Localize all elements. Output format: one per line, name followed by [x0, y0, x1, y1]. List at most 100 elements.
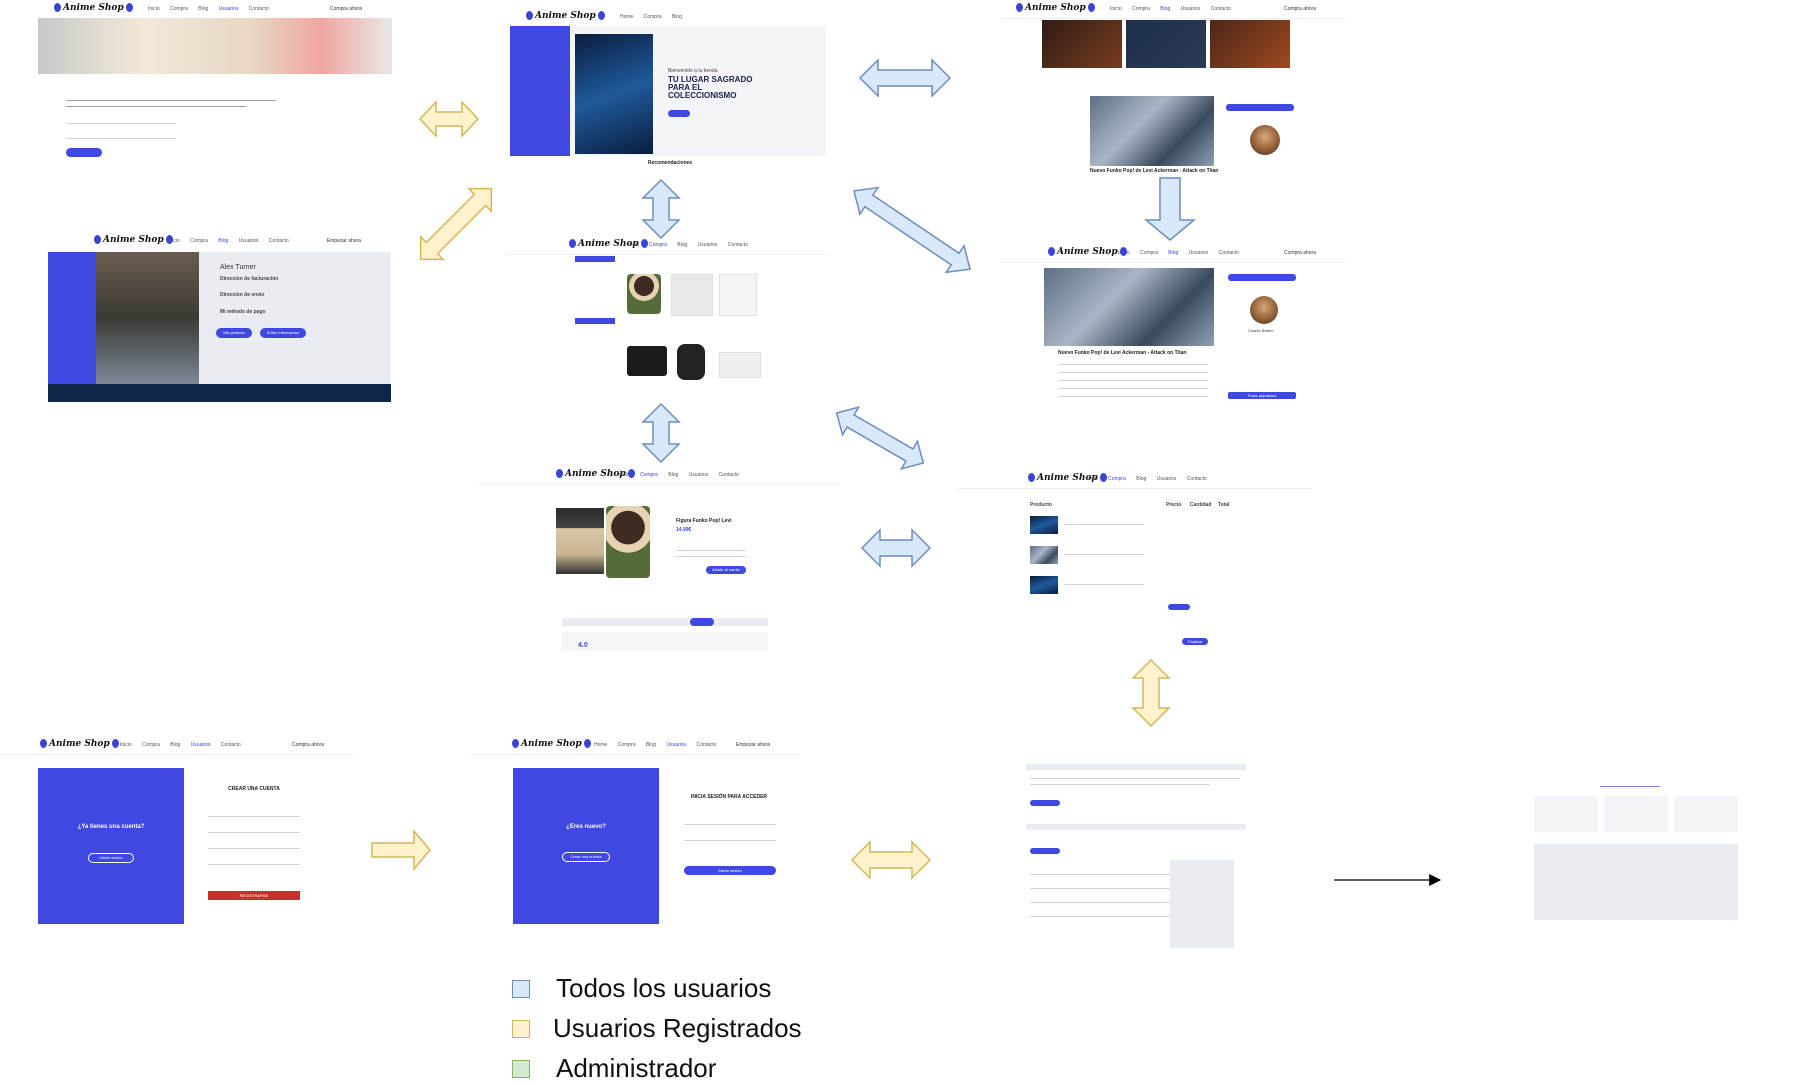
nav-home[interactable]: Inicio [148, 6, 160, 12]
my-orders-button[interactable]: Mis pedidos [216, 328, 252, 338]
search-field[interactable] [1228, 274, 1296, 281]
nav-blog[interactable]: Blog [1168, 250, 1179, 256]
manga-banner [38, 18, 392, 74]
nav-home[interactable]: Inicio [1110, 6, 1122, 12]
hero-button[interactable] [668, 110, 690, 117]
nav-contact[interactable]: Contacto [727, 242, 748, 248]
nav-blog[interactable]: Blog [170, 742, 181, 748]
nav-blog[interactable]: Blog [671, 14, 682, 20]
nav-shop[interactable]: Compra [170, 6, 188, 12]
nav-contact[interactable]: Contacto [1218, 250, 1239, 256]
cta-link[interactable]: Compra ahora [1284, 6, 1316, 12]
nav-contact[interactable]: Contacto [696, 742, 717, 748]
nav-blog[interactable]: Blog [668, 472, 679, 478]
nav-blog[interactable]: Blog [1160, 6, 1171, 12]
blog-card-2[interactable] [1126, 20, 1206, 68]
nav-home[interactable]: Inicio [1118, 250, 1130, 256]
nav-blog[interactable]: Blog [677, 242, 688, 248]
nav-shop[interactable]: Compra [643, 14, 662, 20]
screen-register: Anime Shop Inicio Compra Blog Usuarios C… [0, 736, 354, 928]
nav-menu: Home Compra Blog [620, 14, 691, 20]
submit-button[interactable] [66, 148, 102, 157]
arrow-blue-shop-cart [835, 405, 925, 471]
cta-link[interactable]: Compra ahora [330, 6, 362, 12]
register-panel-title: ¿Ya tienes una cuenta? [77, 824, 145, 830]
nav-home[interactable]: Inicio [168, 238, 180, 244]
payment-label: Mi método de pago [220, 309, 266, 315]
product-thumb-6[interactable] [719, 352, 761, 378]
checkout-button[interactable]: Finalizar [1182, 638, 1208, 645]
post-image[interactable] [1090, 96, 1214, 166]
post-title[interactable]: Nuevo Funko Pop! de Levi Ackerman - Atta… [1090, 168, 1219, 174]
col-qty: Cantidad [1190, 502, 1212, 508]
nav-shop[interactable]: Compra [640, 472, 658, 478]
cta-link[interactable]: Compra ahora [1284, 250, 1316, 256]
nav-users[interactable]: Usuarios [1188, 250, 1209, 256]
nav-users[interactable]: Usuarios [190, 742, 211, 748]
nav-contact[interactable]: Contacto [1210, 6, 1231, 12]
nav-menu: Inicio Compra Blog Usuarios Contacto [148, 6, 278, 12]
nav-users[interactable]: Usuarios [238, 238, 259, 244]
nav-blog[interactable]: Blog [645, 742, 656, 748]
nav-users[interactable]: Usuarios [1156, 476, 1177, 482]
nav-shop[interactable]: Compra [142, 742, 160, 748]
blog-card-3[interactable] [1210, 20, 1290, 68]
recommendations-heading: Recomendaciones [648, 160, 693, 166]
nav-users[interactable]: Usuarios [666, 742, 687, 748]
nav-blog[interactable]: Blog [198, 6, 209, 12]
nav-contact[interactable]: Contacto [718, 472, 739, 478]
nav-home[interactable]: Inicio [618, 472, 630, 478]
product-thumb-4[interactable] [627, 346, 667, 376]
order-details-table [1534, 844, 1738, 920]
cta-link[interactable]: Empezar ahora [326, 238, 361, 244]
register-submit-button[interactable]: REGISTRARSE [208, 891, 300, 900]
go-login-button[interactable]: Iniciar sesión [88, 853, 134, 863]
add-to-cart-button[interactable]: Añadir al carrito [706, 566, 746, 574]
nav-blog[interactable]: Blog [218, 238, 229, 244]
nav-contact[interactable]: Contacto [220, 742, 241, 748]
cta-link[interactable]: Compra ahora [292, 742, 324, 748]
login-submit-button[interactable]: Iniciar sesión [684, 866, 776, 875]
nav-users[interactable]: Usuarios [688, 472, 709, 478]
brand-logo: Anime Shop [567, 239, 650, 249]
product-thumb-1[interactable] [627, 274, 661, 314]
tab-active[interactable] [690, 618, 714, 626]
nav-users[interactable]: Usuarios [1180, 6, 1201, 12]
product-thumb-5[interactable] [677, 344, 705, 380]
hero-figure-image [575, 34, 653, 154]
search-field[interactable] [1226, 104, 1294, 111]
nav-home[interactable]: Home [620, 14, 634, 20]
header: Anime Shop Inicio Compra Blog Usuarios C… [1000, 0, 1346, 19]
login-link-button[interactable] [1030, 848, 1060, 854]
product-thumb-2[interactable] [671, 274, 713, 316]
nav-contact[interactable]: Contacto [268, 238, 289, 244]
nav-home[interactable]: Inicio [1086, 476, 1098, 482]
arrow-yellow-login-checkout [850, 840, 932, 880]
nav-contact[interactable]: Contacto [1186, 476, 1207, 482]
nav-home[interactable]: Home [594, 742, 608, 748]
cta-link[interactable]: Empezar ahora [735, 742, 770, 748]
nav-shop[interactable]: Compra [1140, 250, 1158, 256]
nav-blog[interactable]: Blog [1136, 476, 1147, 482]
blog-card-1[interactable] [1042, 20, 1122, 68]
nav-home[interactable]: Inicio [627, 242, 639, 248]
nav-users[interactable]: Usuarios [218, 6, 239, 12]
nav-shop[interactable]: Compra [649, 242, 667, 248]
go-register-button[interactable]: Crear una cuenta [562, 852, 610, 862]
nav-shop[interactable]: Compra [1108, 476, 1126, 482]
arrow-blue-shop-product [641, 402, 681, 464]
nav-menu: Inicio Compra Blog Usuarios Contacto [168, 238, 298, 244]
update-cart-button[interactable] [1168, 604, 1190, 610]
billing-label: Dirección de facturación [220, 276, 279, 282]
product-thumb-3[interactable] [719, 274, 757, 316]
edit-info-button[interactable]: Editar información [260, 328, 306, 338]
nav-home[interactable]: Inicio [120, 742, 132, 748]
nav-shop[interactable]: Compra [190, 238, 208, 244]
nav-users[interactable]: Usuarios [697, 242, 718, 248]
arrow-blue-home-post [853, 186, 971, 274]
nav-contact[interactable]: Contacto [248, 6, 269, 12]
nav-shop[interactable]: Compra [1132, 6, 1150, 12]
legend-label-admin: Administrador [556, 1053, 717, 1083]
nav-shop[interactable]: Compra [617, 742, 636, 748]
apply-coupon-button[interactable] [1030, 800, 1060, 806]
